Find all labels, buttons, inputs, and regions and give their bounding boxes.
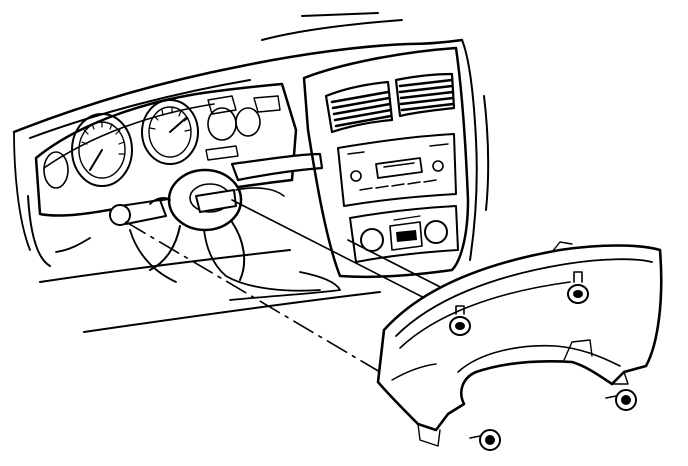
steering-column [109,152,324,292]
center-stack [302,46,470,278]
small-gauges [43,95,281,189]
tachometer-gauge [71,113,133,187]
clip-upper-left [449,305,471,336]
radio [337,133,457,207]
windshield-edge-lines [261,12,403,41]
cluster-trim-bezel [376,241,663,447]
instrument-cluster [34,82,298,217]
climate-controls [349,205,459,263]
floor-lines [229,271,341,301]
clip-upper-right [567,271,589,304]
clip-lower-left [469,429,501,451]
retaining-clips [449,271,637,451]
clip-lower-right [605,389,637,411]
alignment-leader-lines [125,199,453,373]
speedometer-gauge [141,99,199,165]
center-air-vents [324,72,456,134]
instrument-panel [12,38,490,333]
